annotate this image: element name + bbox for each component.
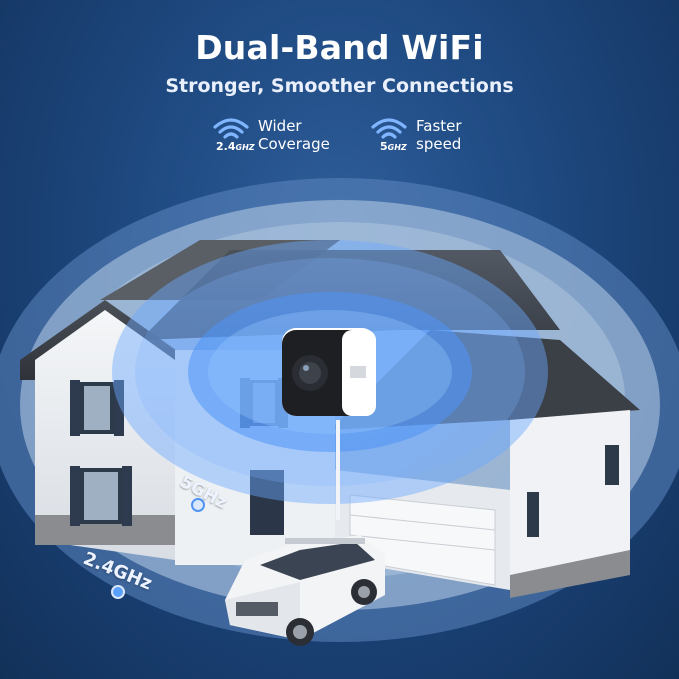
security-camera — [282, 328, 376, 520]
feature-5ghz: 5GHZ Faster speed — [370, 115, 480, 157]
page-title: Dual-Band WiFi — [195, 28, 484, 67]
signal-dot-24ghz — [111, 585, 125, 599]
feature-text-5: Faster speed — [416, 117, 462, 153]
feature-24ghz: 2.4GHZ Wider Coverage — [212, 115, 352, 157]
page-subtitle: Stronger, Smoother Connections — [165, 75, 514, 97]
band-label-24: 2.4GHZ — [216, 140, 255, 153]
signal-dot-5ghz — [191, 498, 205, 512]
band-label-5: 5GHZ — [380, 140, 407, 153]
feature-text-24: Wider Coverage — [258, 117, 330, 153]
wifi-icon — [213, 118, 249, 139]
wifi-icon — [371, 118, 407, 139]
suv-car — [225, 535, 385, 646]
